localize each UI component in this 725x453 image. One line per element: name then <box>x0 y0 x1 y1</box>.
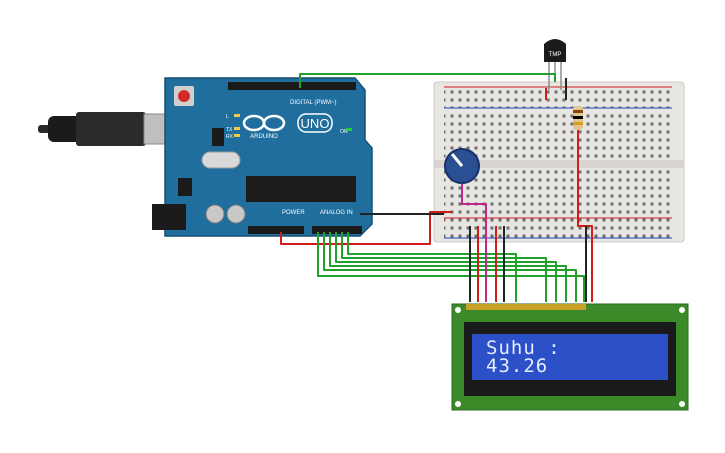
breadboard[interactable] <box>433 81 685 243</box>
led-on-label: ON <box>340 129 348 135</box>
brand-label: ARDUINO <box>250 134 278 140</box>
led-l-label: L <box>226 114 229 120</box>
potentiometer-knob[interactable] <box>444 148 480 184</box>
lcd-line-1: Suhu : <box>486 337 561 359</box>
atmega-chip <box>246 176 356 202</box>
wires <box>280 73 593 302</box>
arduino-logo-icon <box>242 114 286 132</box>
sensor-label: TMP <box>549 52 562 58</box>
analog-header[interactable] <box>312 226 362 234</box>
lcd-module[interactable] <box>451 303 689 411</box>
digital-label: DIGITAL (PWM~) <box>290 100 337 106</box>
lcd-screen <box>472 334 668 380</box>
temperature-sensor[interactable]: TMP <box>544 39 566 90</box>
led-tx-label: TX <box>226 127 233 133</box>
lcd-line-2: 43.26 <box>486 355 549 377</box>
resistor[interactable] <box>573 106 583 130</box>
led-rx-label: RX <box>226 134 234 140</box>
digital-header[interactable] <box>228 82 356 90</box>
model-label: UNO <box>301 116 330 131</box>
analog-label: ANALOG IN <box>320 210 353 216</box>
power-jack[interactable] <box>152 204 186 230</box>
arduino-uno-board[interactable]: UNO ARDUINO DIGITAL (PWM~) POWER ANALOG … <box>152 77 373 237</box>
power-header[interactable] <box>248 226 304 234</box>
usb-cable <box>38 112 181 146</box>
power-label: POWER <box>282 210 305 216</box>
